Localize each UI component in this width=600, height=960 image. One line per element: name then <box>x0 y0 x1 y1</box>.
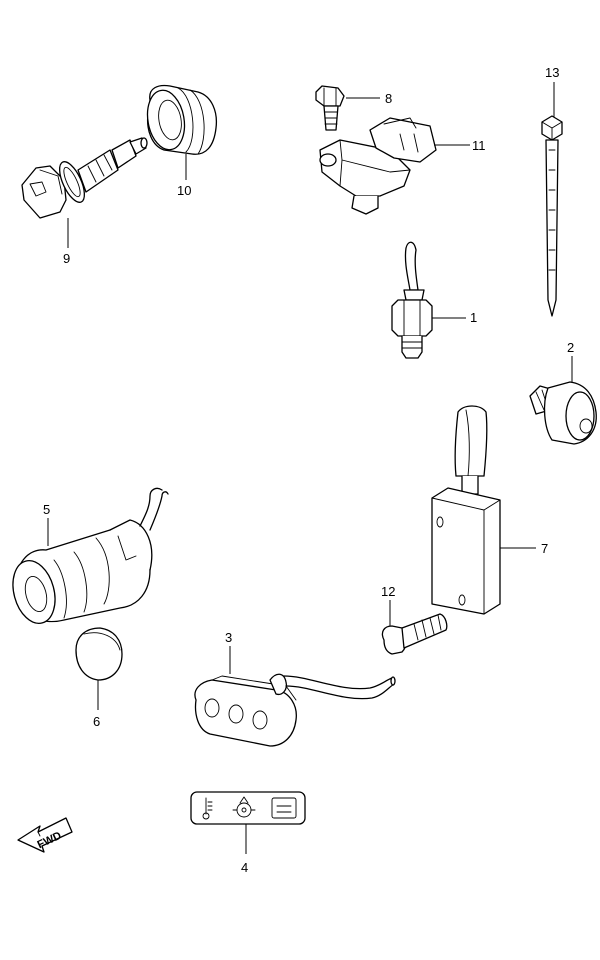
connector-symbol-icon <box>271 797 297 819</box>
callout-13: 13 <box>545 65 559 80</box>
part-1-temp-sensor: 1 <box>391 241 477 359</box>
part-10-grommet: 10 <box>146 84 218 198</box>
callout-11: 11 <box>472 138 486 153</box>
part-4-label: 4 <box>190 791 306 875</box>
part-2-knock-sensor: 2 <box>529 340 597 445</box>
callout-9: 9 <box>63 251 70 266</box>
callout-5: 5 <box>43 502 50 517</box>
part-5-sensor: 5 <box>12 487 169 624</box>
thermometer-icon <box>202 797 213 820</box>
fwd-arrow: FWD <box>17 817 73 853</box>
callout-1: 1 <box>470 310 477 325</box>
part-8-bolt: 8 <box>315 85 392 131</box>
sensor-symbol-icon <box>232 796 256 818</box>
callout-8: 8 <box>385 91 392 106</box>
part-12-bolt: 12 <box>381 584 448 655</box>
part-6-cap: 6 <box>75 627 123 729</box>
callout-2: 2 <box>567 340 574 355</box>
part-7-switch: 7 <box>431 405 548 615</box>
callout-3: 3 <box>225 630 232 645</box>
part-3-sensor: 3 <box>194 630 396 747</box>
part-13-cable-tie: 13 <box>541 65 563 317</box>
callout-6: 6 <box>93 714 100 729</box>
callout-10: 10 <box>177 183 191 198</box>
callout-7: 7 <box>541 541 548 556</box>
callout-12: 12 <box>381 584 395 599</box>
part-9-sensor: 9 <box>21 137 148 266</box>
part-11-map-sensor: 11 <box>319 117 486 215</box>
callout-4: 4 <box>241 860 248 875</box>
